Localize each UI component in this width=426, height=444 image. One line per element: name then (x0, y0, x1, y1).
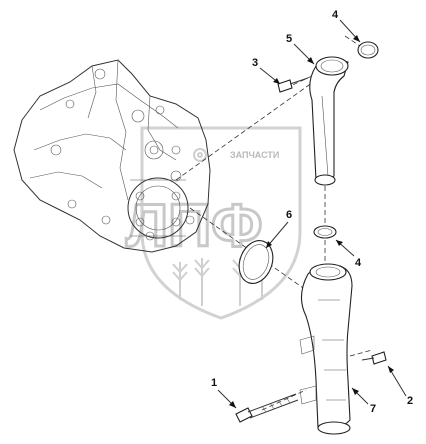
callout-1: 1 (211, 377, 237, 409)
part-5-upper-tube (309, 56, 349, 186)
part-3-bolt (277, 77, 309, 93)
part-1-bolt (235, 393, 299, 423)
part-6-gasket (238, 240, 274, 284)
callout-6: 6 (265, 209, 292, 249)
svg-text:5: 5 (286, 33, 292, 45)
watermark-letters: ЛПФ (126, 192, 262, 259)
callout-4-upper: 4 (332, 9, 361, 43)
svg-text:7: 7 (370, 403, 376, 415)
part-4-lower-o-ring (313, 225, 337, 239)
callout-2: 2 (387, 365, 413, 407)
watermark-gear-icon (193, 148, 207, 162)
part-4-upper-o-ring (357, 41, 379, 59)
svg-text:2: 2 (407, 395, 413, 407)
svg-text:3: 3 (252, 57, 258, 69)
callout-3: 3 (252, 57, 281, 85)
callout-7: 7 (351, 387, 376, 415)
callout-5: 5 (286, 33, 315, 65)
svg-text:1: 1 (211, 377, 217, 389)
watermark: ЗАПЧАСТИ ЛПФ (125, 126, 302, 320)
svg-text:6: 6 (286, 209, 292, 221)
watermark-text: ЗАПЧАСТИ (230, 150, 279, 160)
svg-text:4: 4 (355, 257, 362, 269)
svg-text:4: 4 (332, 9, 339, 21)
part-2-bolt (361, 351, 387, 365)
callout-4-lower: 4 (335, 239, 362, 269)
part-7-lower-housing (299, 263, 353, 435)
watermark-shield (140, 126, 302, 320)
engine-block (13, 59, 211, 253)
